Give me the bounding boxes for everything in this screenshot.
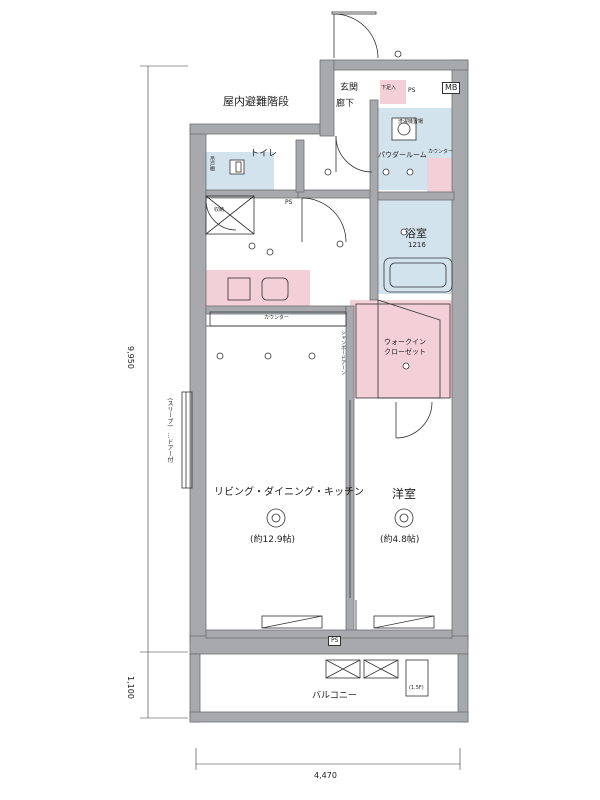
bathroom-label: 浴室 — [405, 227, 427, 240]
balcony-label: バルコニー — [312, 691, 357, 701]
western-room-size: (約4.8帖) — [380, 535, 420, 545]
ldk-size: (約12.9帖) — [250, 535, 296, 545]
shoe-storage-label: 下足入 — [381, 85, 397, 91]
detail-lines — [181, 11, 453, 697]
fixtures — [216, 50, 417, 528]
dimension-height-balcony: 1,100 — [126, 676, 135, 699]
balcony-size-label: (1.5F) — [409, 685, 424, 691]
ps-upper-label: PS — [408, 87, 416, 94]
kitchen-counter — [206, 270, 310, 306]
walk-in-closet-label: ウォークイン クローゼット — [384, 338, 426, 356]
powder-room-shelf — [427, 158, 451, 192]
bathroom-size: 1216 — [408, 241, 426, 249]
stairs-label: 屋内避難階段 — [223, 95, 289, 108]
western-room-label: 洋室 — [392, 487, 417, 501]
closet-side-label: シャンボードアーン — [340, 330, 346, 375]
powder-room-label: パウダールーム — [378, 151, 427, 159]
bathroom-area — [378, 200, 454, 294]
counter-label-2: カウンター — [428, 149, 454, 155]
hall-label: 廊下 — [336, 99, 355, 109]
closet-area — [350, 300, 468, 398]
window-note-label: (スリーブ) …ドアー付 — [166, 398, 173, 463]
toilet-storage-label: 吊戸棚 — [209, 156, 215, 171]
ps-mid-label: PS — [285, 199, 293, 206]
mb-label: MB — [442, 82, 461, 94]
ldk-label: リビング・ダイニング・キッチン — [214, 487, 364, 498]
dimension-height-main: 9,950 — [126, 346, 135, 369]
storage-small-label: 収納 — [214, 207, 225, 213]
laundry-label: 洗濯機置場 — [398, 119, 424, 125]
dimension-lines — [140, 65, 461, 770]
pink-storage-1 — [380, 80, 406, 104]
counter-label: カウンター — [264, 315, 290, 321]
dimension-width: 4,470 — [314, 771, 337, 780]
ps-lower-label: PS — [328, 636, 342, 646]
entrance-label: 玄関 — [340, 83, 359, 93]
toilet-label: トイレ — [250, 149, 278, 159]
